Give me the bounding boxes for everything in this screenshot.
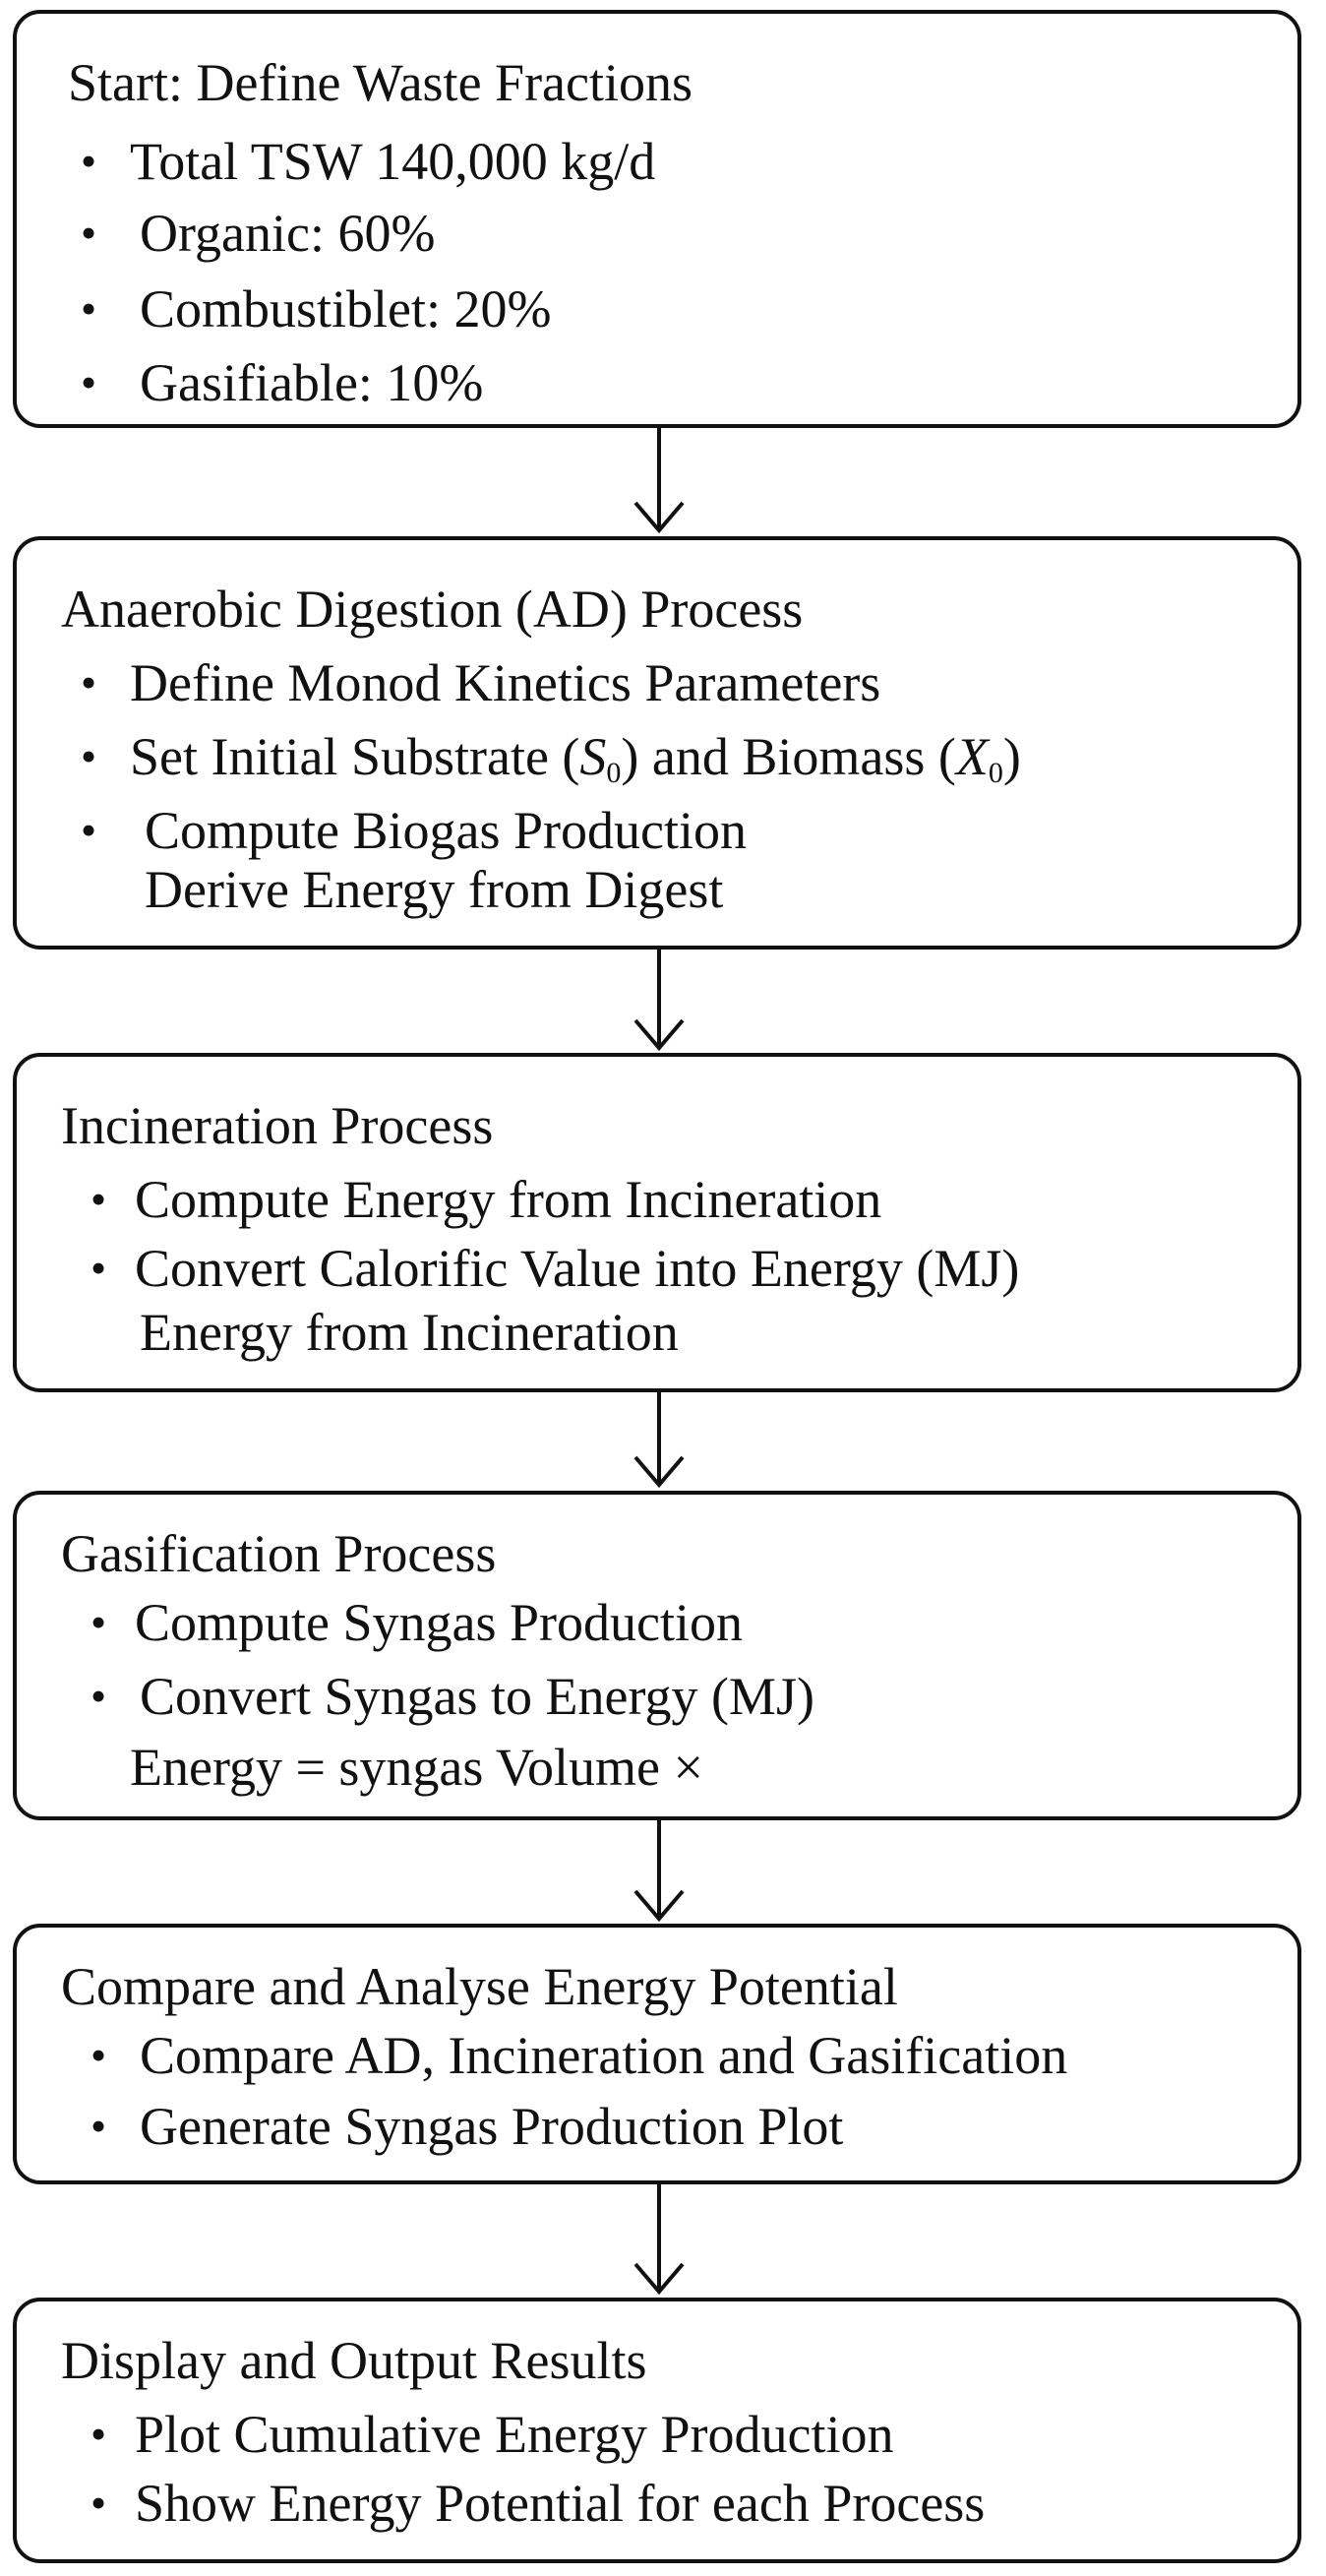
step-box-define-waste-fractions: Start: Define Waste Fractions • Total TS… — [13, 10, 1301, 428]
step-title: Anaerobic Digestion (AD) Process — [61, 580, 804, 639]
substrate-prefix: Set Initial Substrate ( — [130, 727, 580, 786]
substrate-subscript: 0 — [606, 757, 622, 789]
bullet-item: Convert Syngas to Energy (MJ) — [140, 1667, 814, 1726]
down-arrow-icon — [633, 1820, 685, 1923]
bullet-icon: • — [90, 2478, 107, 2528]
bullet-item: Compute Syngas Production — [135, 1593, 743, 1652]
bullet-icon: • — [90, 2030, 107, 2080]
bullet-icon: • — [90, 1174, 107, 1224]
bullet-icon: • — [81, 657, 97, 707]
bullet-item: Show Energy Potential for each Process — [135, 2474, 986, 2533]
bullet-item: Compare AD, Incineration and Gasificatio… — [140, 2026, 1068, 2085]
step-title: Start: Define Waste Fractions — [68, 53, 693, 112]
step-box-display-output: Display and Output Results • Plot Cumula… — [13, 2298, 1301, 2563]
biomass-subscript: 0 — [988, 757, 1003, 789]
step-box-compare-analyse: Compare and Analyse Energy Potential • C… — [13, 1924, 1301, 2184]
bullet-icon: • — [81, 357, 97, 407]
step-title: Display and Output Results — [61, 2331, 647, 2390]
bullet-item: Convert Calorific Value into Energy (MJ) — [135, 1239, 1020, 1298]
bullet-icon: • — [81, 208, 97, 258]
bullet-icon: • — [90, 1243, 107, 1293]
substrate-suffix: ) — [1002, 727, 1021, 786]
continuation-line: Energy from Incineration — [140, 1303, 679, 1362]
bullet-item: Define Monod Kinetics Parameters — [130, 653, 881, 712]
bullet-item: Total TSW 140,000 kg/d — [130, 132, 656, 191]
bullet-icon: • — [90, 1671, 107, 1721]
bullet-item: Gasifiable: 10% — [140, 353, 484, 412]
bullet-item: Organic: 60% — [140, 204, 436, 263]
bullet-item: Generate Syngas Production Plot — [140, 2097, 844, 2156]
bullet-icon: • — [81, 136, 97, 186]
down-arrow-icon — [633, 1392, 685, 1489]
down-arrow-icon — [633, 950, 685, 1052]
down-arrow-icon — [633, 428, 685, 534]
step-box-gasification: Gasification Process • Compute Syngas Pr… — [13, 1491, 1301, 1820]
bullet-icon: • — [81, 283, 97, 334]
step-box-incineration: Incineration Process • Compute Energy fr… — [13, 1053, 1301, 1392]
step-title: Incineration Process — [61, 1096, 494, 1155]
continuation-line: Energy = syngas Volume × — [130, 1738, 703, 1797]
step-title: Compare and Analyse Energy Potential — [61, 1957, 898, 2016]
biomass-variable: X — [955, 727, 989, 786]
step-title: Gasification Process — [61, 1524, 497, 1583]
continuation-line: Derive Energy from Digest — [145, 860, 724, 919]
bullet-item: Combustiblet: 20% — [140, 279, 552, 338]
step-box-anaerobic-digestion: Anaerobic Digestion (AD) Process • Defin… — [13, 536, 1301, 950]
substrate-middle: ) and Biomass ( — [621, 727, 956, 786]
bullet-item: Plot Cumulative Energy Production — [135, 2405, 894, 2464]
bullet-icon: • — [90, 1597, 107, 1647]
bullet-item-substrate-biomass: Set Initial Substrate (S0) and Biomass (… — [130, 727, 1021, 789]
bullet-item: Compute Energy from Incineration — [135, 1170, 882, 1229]
bullet-icon: • — [90, 2101, 107, 2151]
down-arrow-icon — [633, 2184, 685, 2296]
bullet-item: Compute Biogas Production — [145, 801, 747, 860]
bullet-icon: • — [81, 731, 97, 781]
bullet-icon: • — [90, 2409, 107, 2459]
substrate-variable: S — [579, 727, 607, 786]
bullet-icon: • — [81, 805, 97, 855]
